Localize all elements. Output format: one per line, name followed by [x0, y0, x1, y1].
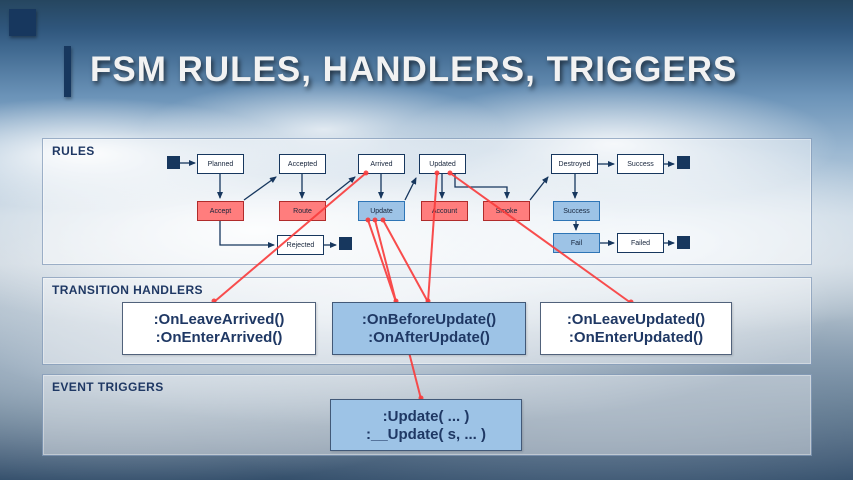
- trigger-line: :Update( ... ): [382, 407, 470, 425]
- transition-success: Success: [553, 201, 600, 221]
- transition-account: Account: [421, 201, 468, 221]
- fsm-final-marker-success: [677, 156, 690, 169]
- handlers-panel-label: TRANSITION HANDLERS: [52, 283, 203, 297]
- state-failed: Failed: [617, 233, 664, 253]
- handler-line: :OnEnterUpdated(): [568, 329, 704, 346]
- fsm-final-marker-failed: [677, 236, 690, 249]
- title-accent-bar: [64, 46, 71, 97]
- rules-panel-label: RULES: [52, 144, 95, 158]
- transition-fail: Fail: [553, 233, 600, 253]
- trigger-box-update: :Update( ... ) :__Update( s, ... ): [330, 399, 522, 451]
- handler-box-update: :OnBeforeUpdate() :OnAfterUpdate(): [332, 302, 526, 355]
- handler-line: :OnBeforeUpdate(): [361, 311, 497, 328]
- state-planned: Planned: [197, 154, 244, 174]
- corner-accent-square: [9, 9, 36, 36]
- state-arrived: Arrived: [358, 154, 405, 174]
- triggers-panel-label: EVENT TRIGGERS: [52, 380, 164, 394]
- state-destroyed: Destroyed: [551, 154, 598, 174]
- transition-update: Update: [358, 201, 405, 221]
- state-updated: Updated: [419, 154, 466, 174]
- state-success: Success: [617, 154, 664, 174]
- slide-title: FSM RULES, HANDLERS, TRIGGERS: [90, 50, 738, 89]
- transition-smoke: Smoke: [483, 201, 530, 221]
- handler-line: :OnLeaveUpdated(): [566, 311, 706, 328]
- handler-line: :OnEnterArrived(): [155, 329, 283, 346]
- rules-panel: RULES: [42, 138, 812, 265]
- fsm-initial-marker: [167, 156, 180, 169]
- state-rejected: Rejected: [277, 235, 324, 255]
- handler-box-arrived: :OnLeaveArrived() :OnEnterArrived(): [122, 302, 316, 355]
- state-accepted: Accepted: [279, 154, 326, 174]
- trigger-line: :__Update( s, ... ): [365, 425, 487, 443]
- transition-route: Route: [279, 201, 326, 221]
- handler-line: :OnLeaveArrived(): [153, 311, 285, 328]
- handler-line: :OnAfterUpdate(): [368, 329, 490, 346]
- transition-accept: Accept: [197, 201, 244, 221]
- fsm-final-marker-rejected: [339, 237, 352, 250]
- handler-box-updated: :OnLeaveUpdated() :OnEnterUpdated(): [540, 302, 732, 355]
